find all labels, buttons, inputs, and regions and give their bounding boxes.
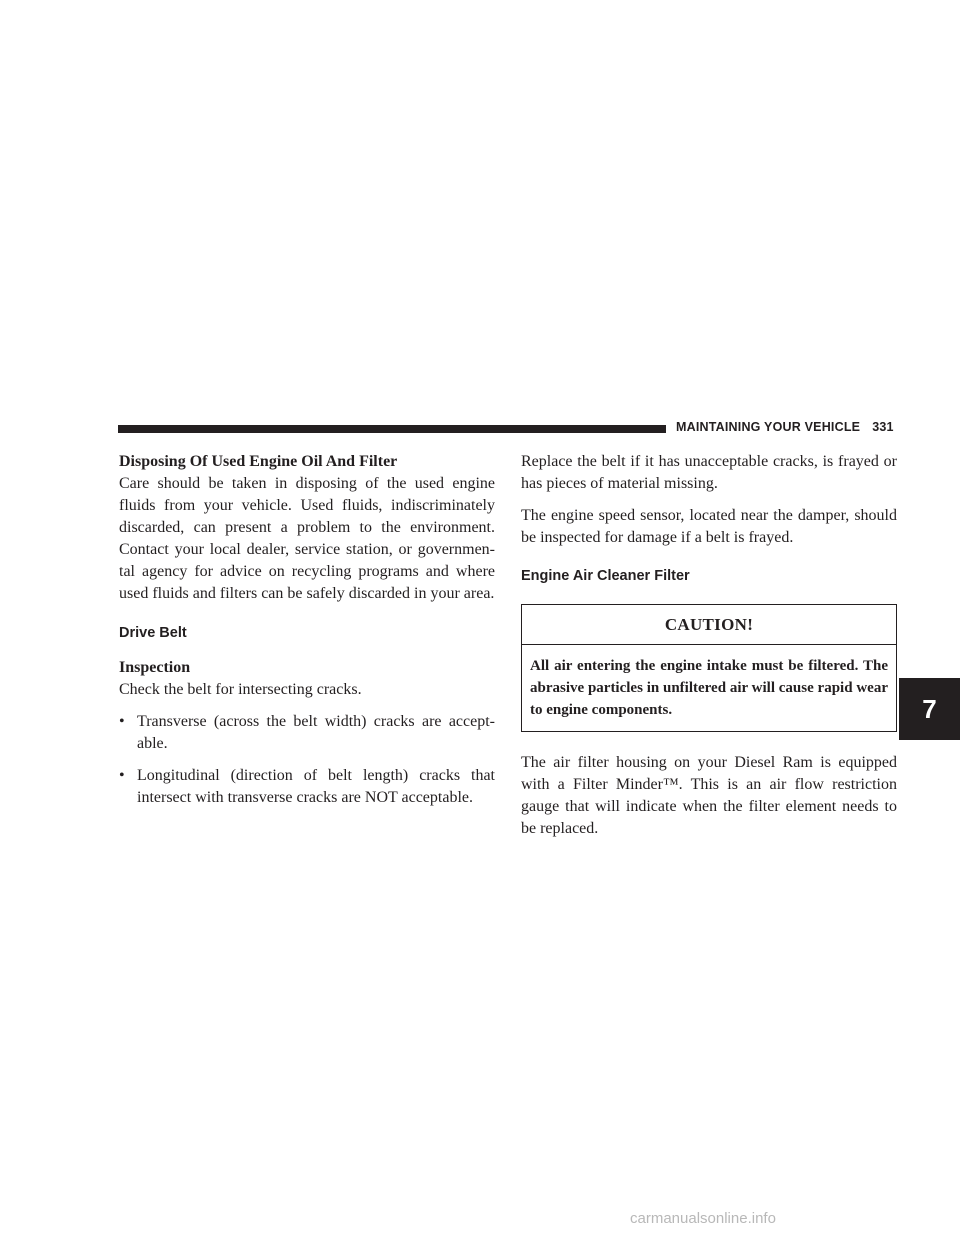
- inspection-heading: Inspection: [119, 659, 191, 676]
- caution-box: CAUTION! All air entering the engine int…: [521, 604, 897, 732]
- chapter-tab: 7: [899, 678, 960, 740]
- bullet-text: Transverse (across the belt width) crack…: [137, 713, 495, 752]
- header-rule: [118, 425, 666, 433]
- bullet-icon: •: [119, 713, 125, 730]
- inspection-intro: Check the belt for intersecting cracks.: [119, 681, 362, 698]
- watermark: carmanualsonline.info: [630, 1210, 776, 1227]
- left-column: Disposing Of Used Engine Oil And Filter …: [119, 451, 495, 809]
- bullet-text: Longitudinal (direction of belt length) …: [137, 767, 495, 806]
- bullet-item-transverse: • Transverse (across the belt width) crac…: [119, 711, 495, 755]
- disposing-paragraph: Care should be taken in disposing of the…: [119, 475, 495, 602]
- caution-title: CAUTION!: [522, 605, 896, 645]
- right-column: Replace the belt if it has unacceptable …: [521, 451, 897, 840]
- sensor-paragraph: The engine speed sensor, located near th…: [521, 507, 897, 546]
- replace-paragraph: Replace the belt if it has unacceptable …: [521, 453, 897, 492]
- running-head: MAINTAINING YOUR VEHICLE 331: [676, 420, 894, 434]
- drive-belt-heading: Drive Belt: [119, 625, 187, 641]
- air-cleaner-heading: Engine Air Cleaner Filter: [521, 568, 690, 584]
- caution-text: All air entering the engine intake must …: [530, 658, 888, 718]
- page-number: 331: [872, 420, 894, 434]
- section-title: MAINTAINING YOUR VEHICLE: [676, 420, 861, 434]
- disposing-heading: Disposing Of Used Engine Oil And Filter: [119, 453, 398, 470]
- bullet-icon: •: [119, 767, 125, 784]
- bullet-item-longitudinal: • Longitudinal (direction of belt length)…: [119, 765, 495, 809]
- filter-paragraph: The air filter housing on your Diesel Ra…: [521, 754, 897, 837]
